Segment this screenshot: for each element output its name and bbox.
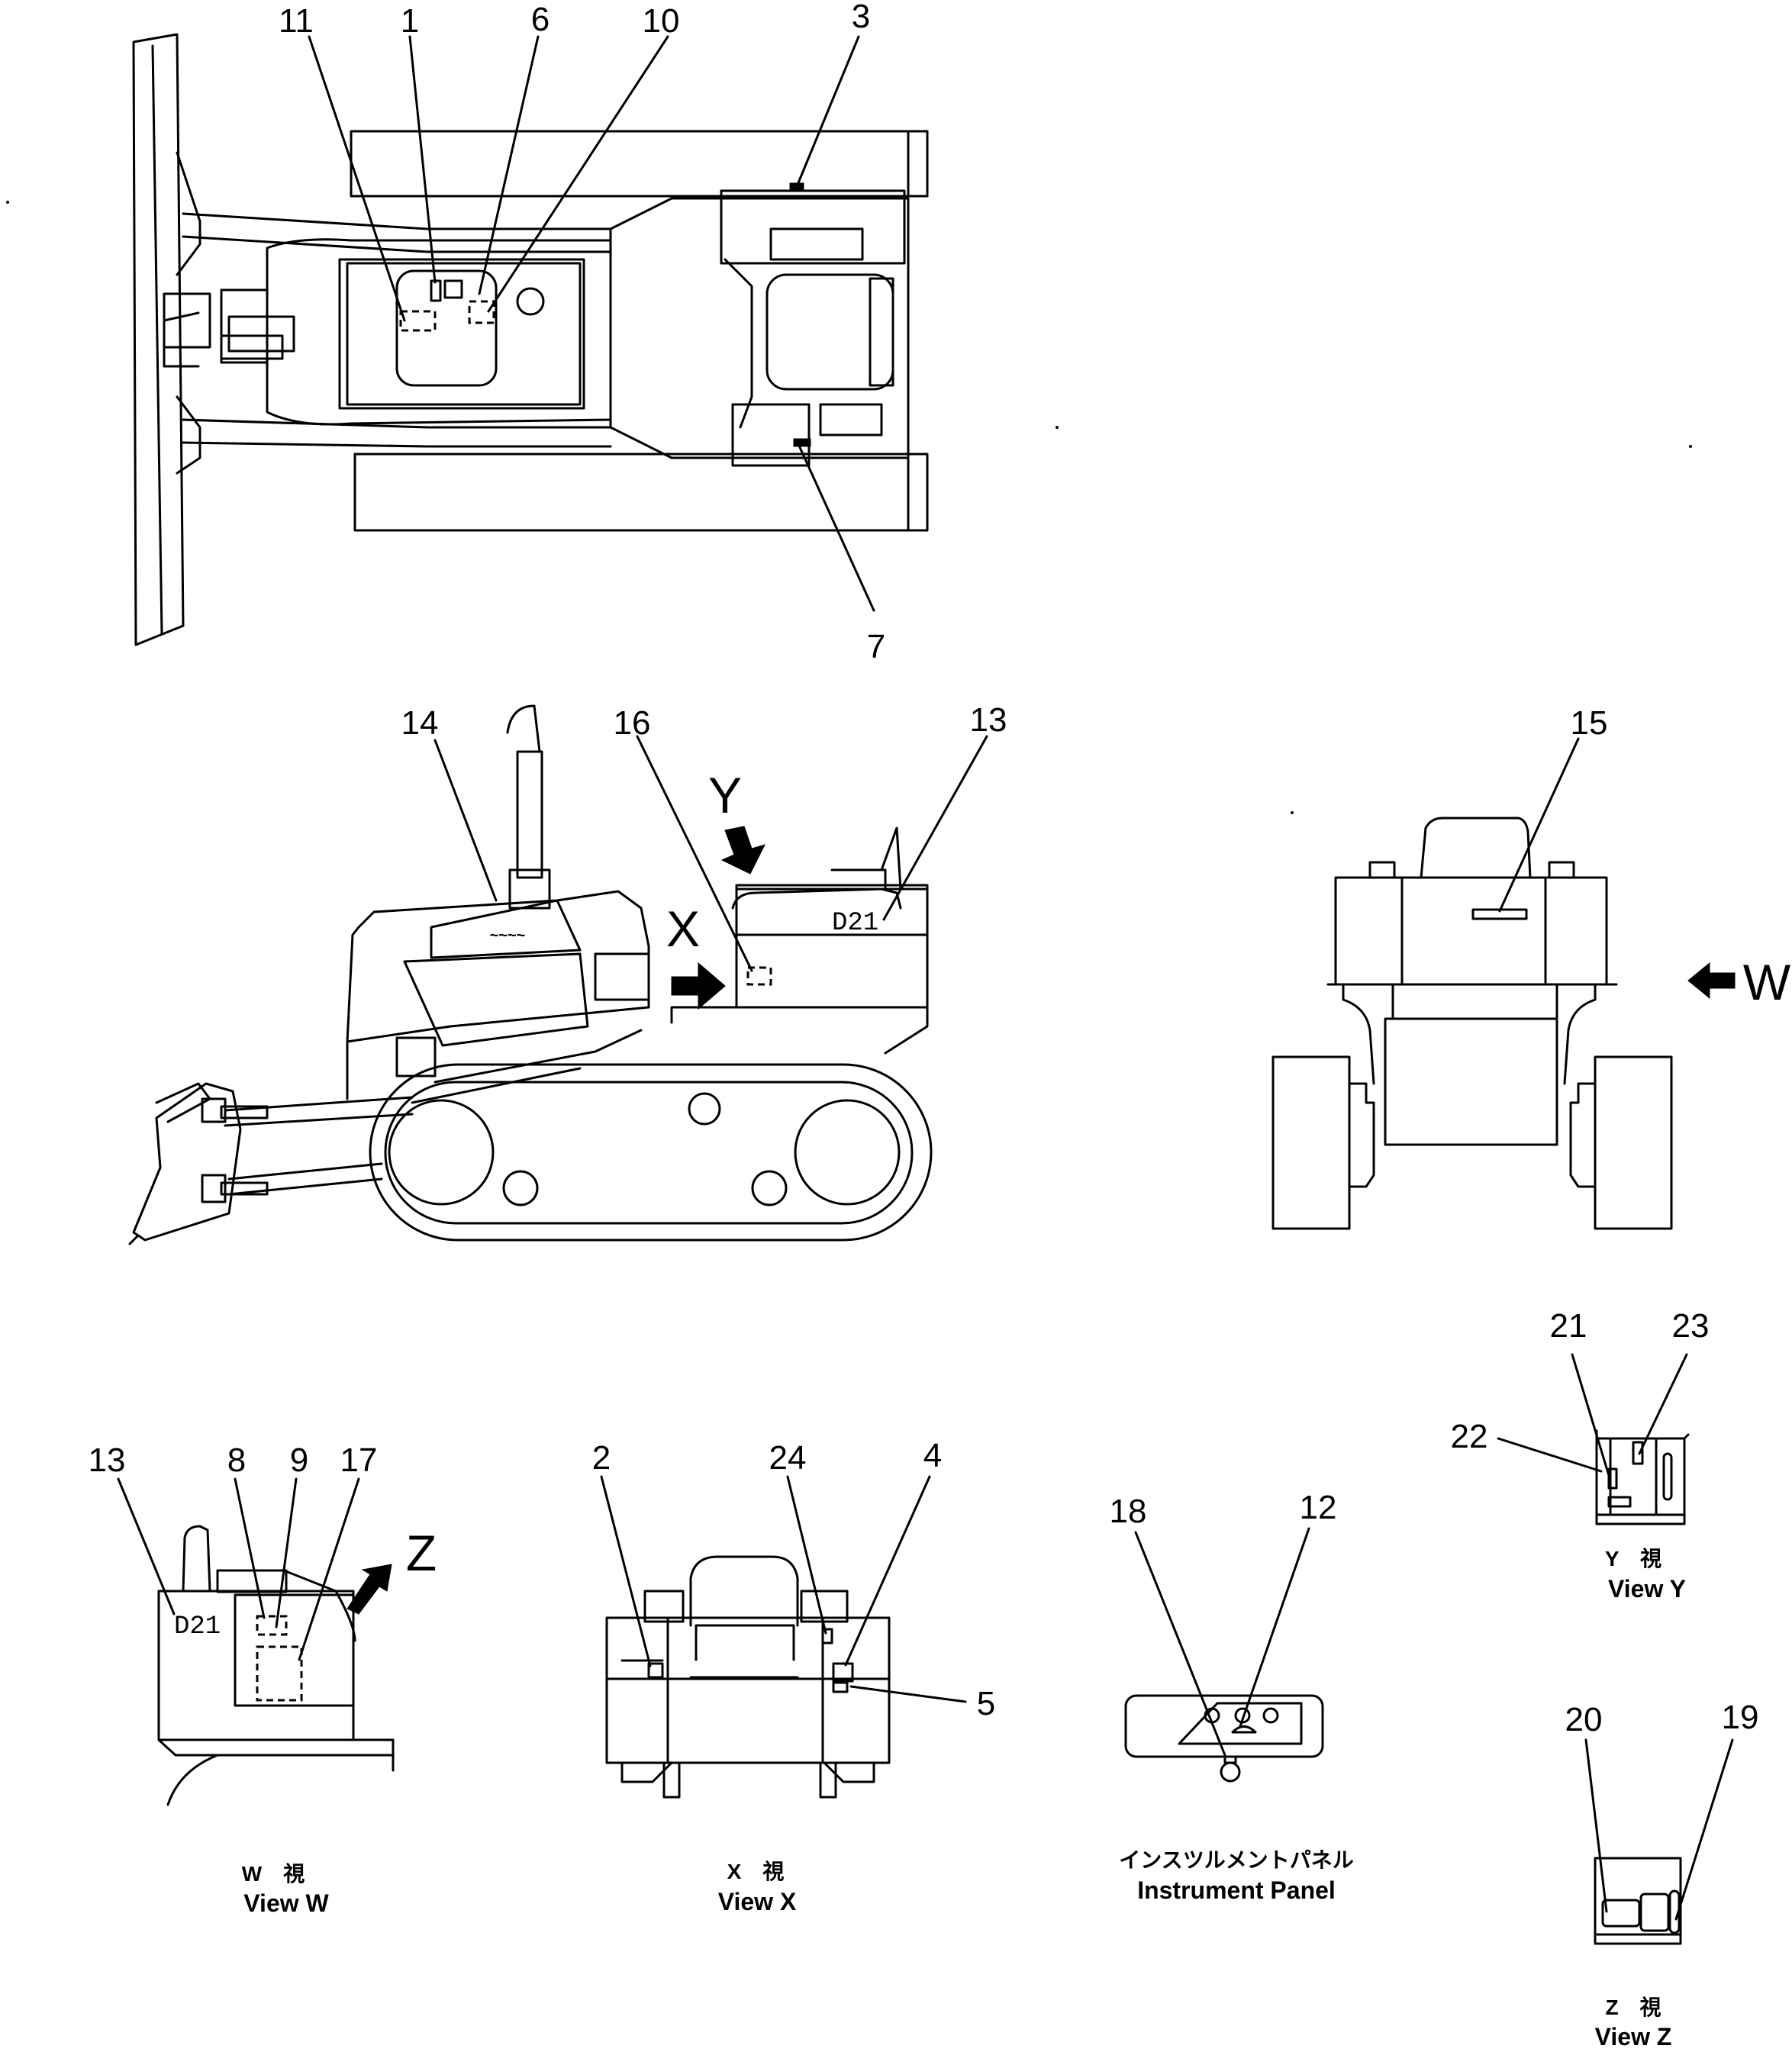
callout-22: 22 — [1451, 1418, 1488, 1455]
view-z-labels: 20 19 Z 視 View Z — [1565, 1699, 1759, 2050]
panel-leaders — [1134, 1527, 1310, 1757]
view-letter-w: W — [1743, 954, 1791, 1010]
callout-17: 17 — [340, 1442, 378, 1479]
caption-y-en: View Y — [1608, 1575, 1686, 1603]
callout-10: 10 — [643, 2, 680, 40]
callout-7: 7 — [867, 628, 885, 665]
view-w-labels: 13 8 9 17 W 視 View W — [89, 1442, 378, 1917]
top-view-drawing — [132, 33, 929, 646]
callout-2: 2 — [592, 1439, 611, 1477]
callout-5: 5 — [977, 1685, 995, 1722]
view-y-labels: 21 23 22 Y 視 View Y — [1451, 1307, 1710, 1603]
view-x-leaders — [600, 1475, 967, 1703]
panel-drawing — [1124, 1694, 1324, 1783]
caption-panel-jp: インスツルメントパネル — [1119, 1848, 1353, 1872]
callout-24: 24 — [769, 1439, 807, 1477]
callout-20: 20 — [1565, 1701, 1603, 1738]
svg-text:~~~~: ~~~~ — [490, 927, 526, 944]
caption-w-jp: W 視 — [242, 1862, 305, 1886]
caption-x-jp: X 視 — [727, 1860, 785, 1883]
view-y-leaders — [1497, 1353, 1688, 1482]
callout-15: 15 — [1571, 704, 1608, 742]
callout-16: 16 — [614, 704, 651, 742]
view-letter-z: Z — [406, 1525, 437, 1581]
panel-labels: 18 12 インスツルメントパネル Instrument Panel — [1110, 1489, 1354, 1904]
callout-9: 9 — [290, 1442, 308, 1479]
view-x-drawing — [605, 1555, 891, 1799]
top-view-callouts: 11 1 6 10 3 7 — [279, 0, 885, 665]
side-view-drawing: ~~~~ D21 — [128, 704, 933, 1245]
callout-13: 13 — [970, 701, 1007, 739]
rear-view-labels: 15 W — [1571, 704, 1791, 1010]
rear-view-leaders — [1498, 737, 1580, 913]
caption-w-en: View W — [243, 1889, 329, 1917]
side-view-arrows — [671, 826, 765, 1010]
view-z-leaders — [1584, 1738, 1734, 1921]
arrow-x-icon — [671, 962, 726, 1010]
callout-18: 18 — [1110, 1493, 1147, 1530]
callout-6: 6 — [531, 1, 550, 38]
top-view-leaders — [308, 35, 875, 612]
side-view-leaders — [433, 735, 988, 972]
view-w-arrow: Z — [346, 1525, 437, 1615]
rear-view-drawing — [1271, 817, 1673, 1230]
callout-23: 23 — [1672, 1307, 1710, 1345]
caption-y-jp: Y 視 — [1605, 1547, 1661, 1570]
callout-4: 4 — [923, 1437, 942, 1474]
side-view-labels: 14 16 13 Y X — [401, 701, 1007, 957]
callout-19: 19 — [1722, 1699, 1759, 1736]
callout-3: 3 — [852, 0, 870, 35]
callout-1: 1 — [401, 2, 419, 40]
callout-13-w: 13 — [89, 1442, 126, 1479]
callout-8: 8 — [227, 1442, 246, 1479]
scan-specks — [6, 201, 1692, 814]
callout-12: 12 — [1300, 1489, 1337, 1526]
arrow-y-icon — [720, 826, 765, 875]
callout-21: 21 — [1550, 1307, 1587, 1345]
caption-z-jp: Z 視 — [1605, 1996, 1661, 2019]
caption-z-en: View Z — [1595, 2023, 1672, 2048]
caption-panel-en: Instrument Panel — [1137, 1876, 1336, 1904]
arrow-w-icon — [1687, 962, 1736, 1000]
callout-11: 11 — [279, 2, 314, 40]
callout-14: 14 — [401, 704, 439, 742]
caption-x-en: View X — [718, 1888, 797, 1915]
view-x-labels: 2 24 4 5 X 視 View X — [592, 1437, 995, 1915]
view-letter-x: X — [666, 900, 700, 957]
view-w-leaders — [117, 1477, 360, 1661]
view-letter-y: Y — [708, 767, 742, 823]
model-tag-side: D21 — [832, 909, 878, 938]
model-tag-view-w: D21 — [174, 1612, 221, 1641]
arrow-z-icon — [346, 1564, 392, 1615]
view-z-drawing — [1594, 1857, 1682, 1945]
view-w-drawing: D21 — [157, 1525, 395, 1806]
